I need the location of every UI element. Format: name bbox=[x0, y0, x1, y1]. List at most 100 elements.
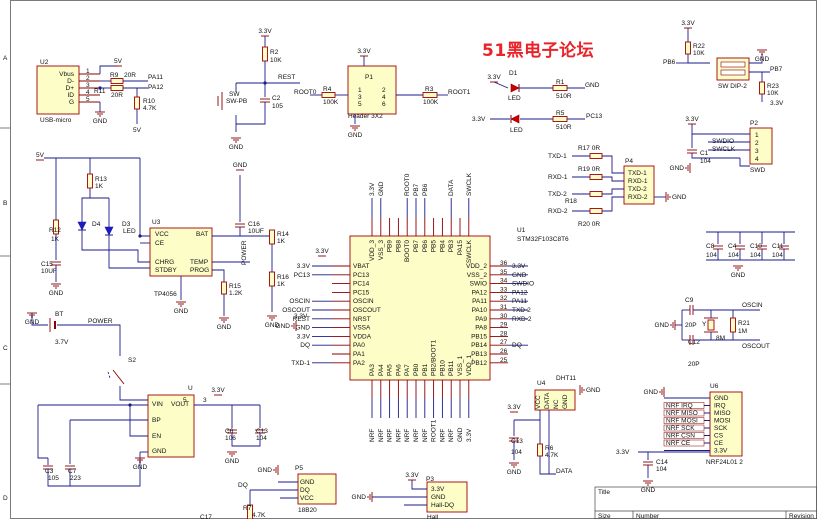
dht-data-net: DATA bbox=[556, 468, 573, 475]
stm32-pin-label: PA5 bbox=[387, 364, 394, 376]
r1-body bbox=[552, 85, 568, 91]
stm32-pin-label: PB2/BOOT1 bbox=[431, 339, 438, 376]
u3-name: TP4056 bbox=[154, 291, 177, 298]
nrf-port bbox=[663, 424, 705, 432]
r18-ref: R18 bbox=[565, 198, 577, 205]
power-label: 3.3V bbox=[487, 74, 501, 81]
nrf-port bbox=[663, 417, 705, 424]
title-block-title: Title bbox=[598, 489, 610, 496]
stm32-net-label: GND bbox=[457, 427, 464, 442]
c2-value: 105 bbox=[272, 103, 283, 110]
r17-label: R17 0R bbox=[578, 145, 600, 152]
c15-value: 10UF bbox=[41, 268, 57, 275]
stm32-pin-label: VSS_3 bbox=[378, 240, 385, 261]
stm32-pin-number: 29 bbox=[500, 322, 508, 329]
r4-value: 100K bbox=[323, 99, 339, 106]
stm32-pin-label: PB4 bbox=[439, 240, 446, 253]
r14-body bbox=[269, 229, 275, 245]
r9-ref: R9 bbox=[110, 72, 119, 79]
stm32-pin-label: PB0 bbox=[413, 363, 420, 376]
ldo-pin: VIN bbox=[152, 401, 163, 408]
swd-wire bbox=[739, 158, 750, 167]
stm32-pin-label: VDD_2 bbox=[466, 263, 487, 270]
stm32-pin-label: PA9 bbox=[475, 316, 487, 323]
c16-value: 10UF bbox=[248, 228, 264, 235]
c7-ref: C7 bbox=[68, 468, 77, 475]
u3-pin: PROG bbox=[190, 267, 209, 274]
junction-dot bbox=[98, 86, 102, 90]
stm32-pin-label: PA12 bbox=[472, 289, 488, 296]
stm32-pin-label: PA8 bbox=[475, 325, 487, 332]
r9-body bbox=[110, 78, 124, 84]
r13-body bbox=[87, 173, 93, 189]
stm32-pin-label: OSCIN bbox=[353, 298, 374, 305]
r23-3v3: 3.3V bbox=[770, 100, 784, 107]
u6-pin: 3.3V bbox=[714, 448, 728, 455]
p3-ref: P3 bbox=[426, 476, 434, 483]
u6-ref: U6 bbox=[710, 383, 719, 390]
stm32-net-label: NRF bbox=[439, 429, 446, 442]
title-block-size: Size bbox=[598, 513, 611, 519]
u4-pin: DATA bbox=[544, 392, 551, 409]
c14-ref: C14 bbox=[656, 459, 668, 466]
ground-label: GND bbox=[670, 165, 685, 172]
stm32-pin-label: PA2 bbox=[353, 360, 365, 367]
d3-ref: D3 bbox=[122, 221, 131, 228]
watermark: 51黑电子论坛 bbox=[482, 41, 595, 61]
c13-ref: C13 bbox=[511, 438, 523, 445]
stm32-pin-label: VSS_2 bbox=[467, 272, 488, 279]
swdio-net: SWDIO bbox=[712, 138, 734, 145]
p1-name: Header 3X2 bbox=[348, 113, 383, 120]
power-label: 3.3V bbox=[258, 28, 272, 35]
c7-value: 223 bbox=[70, 475, 81, 482]
ground-label: GND bbox=[265, 322, 280, 329]
u4-pin: NC bbox=[553, 399, 560, 409]
p1-pin: 3 bbox=[358, 94, 362, 101]
r10-5v: 5V bbox=[133, 127, 142, 134]
stm32-pin-label: VDD_3 bbox=[369, 240, 376, 261]
ground-label: GND bbox=[655, 322, 670, 329]
stm32-net-label: RXD-2 bbox=[512, 316, 532, 323]
r4-ref: R4 bbox=[323, 86, 332, 93]
c2-wire bbox=[236, 102, 266, 125]
uart-net: TXD-2 bbox=[548, 191, 567, 198]
junction-dot bbox=[128, 403, 132, 407]
stm32-pin-label: PB3 bbox=[448, 240, 455, 253]
stm32-pin-label: PB1 bbox=[422, 363, 429, 376]
hall-wire bbox=[411, 480, 427, 490]
r7-ref: R7 bbox=[243, 505, 252, 512]
hall-body bbox=[426, 481, 468, 513]
ground-label: GND bbox=[258, 467, 273, 474]
r11-body bbox=[110, 85, 124, 91]
nrf-net: NRF MOSI bbox=[666, 418, 698, 425]
row-marker: C bbox=[3, 345, 8, 352]
stm32-pin-label: PB12 bbox=[471, 360, 487, 367]
c14-value: 104 bbox=[656, 466, 667, 473]
r12-ref: R12 bbox=[49, 227, 61, 234]
p2-pin: 1 bbox=[755, 132, 759, 139]
c13-value: 104 bbox=[511, 449, 522, 456]
c1-value: 104 bbox=[700, 158, 711, 165]
nrf-net: NRF SCK bbox=[666, 425, 695, 432]
p2-pin: 2 bbox=[755, 140, 759, 147]
stm32-net-label: 3.3V bbox=[297, 333, 311, 340]
stm32-net-label: 3.3V bbox=[466, 428, 473, 442]
power-label: 5V bbox=[114, 58, 123, 65]
stm32-net-label: PA12 bbox=[512, 289, 528, 296]
d1-led-icon bbox=[510, 83, 520, 93]
u3-pin: TEMP bbox=[190, 259, 208, 266]
p3-pin: GND bbox=[431, 494, 446, 501]
p3-name: Hall bbox=[427, 514, 439, 519]
stm32-pin-label: PA3 bbox=[369, 364, 376, 376]
d1-name: LED bbox=[508, 95, 521, 102]
ground-label: GND bbox=[672, 194, 687, 201]
power-label: 3.3V bbox=[315, 248, 329, 255]
uart-wire bbox=[602, 155, 624, 174]
stm32-net-label: ROOT0 bbox=[404, 173, 411, 196]
stm32-net-label: OSCIN bbox=[289, 298, 310, 305]
ground-label: GND bbox=[174, 308, 189, 315]
r12-value: 1K bbox=[51, 236, 60, 243]
r2-value: 10K bbox=[270, 57, 282, 64]
p2-pin: 4 bbox=[755, 156, 759, 163]
u4-pin: GND bbox=[562, 394, 569, 409]
